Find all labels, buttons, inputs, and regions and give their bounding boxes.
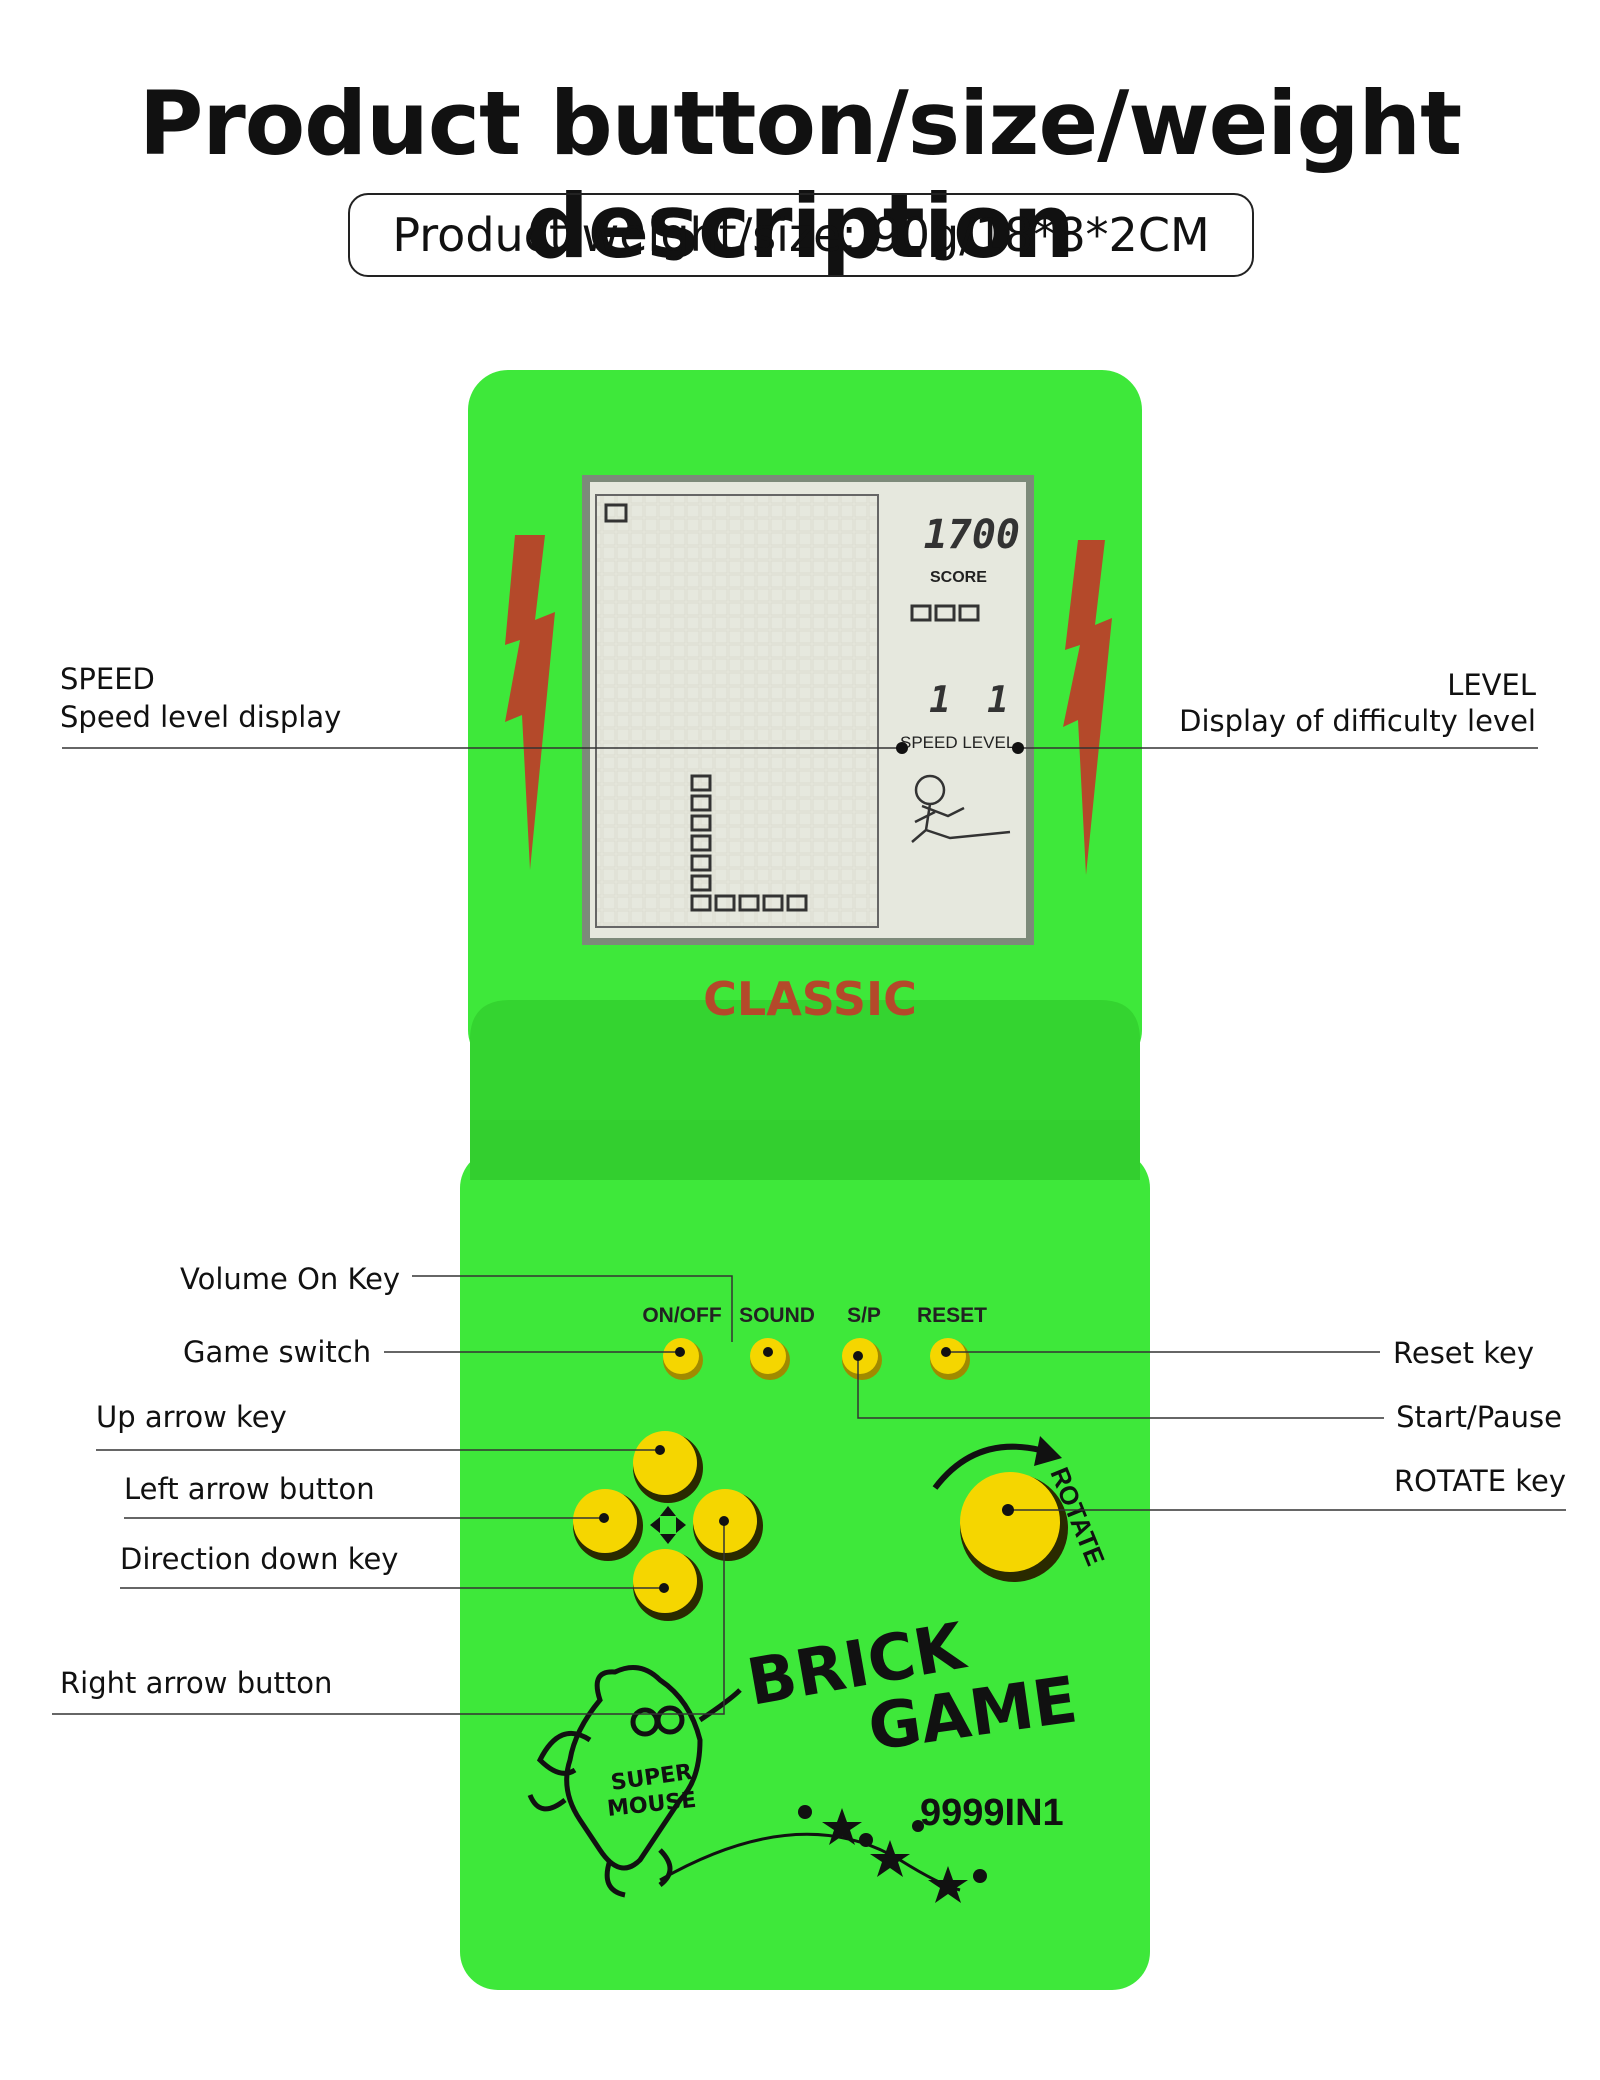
brick <box>690 774 712 792</box>
page-title: Product button/size/weight description <box>138 72 1462 278</box>
spec-text: Product weight/size: 90g/18*8*2CM <box>392 208 1210 262</box>
spec-box: Product weight/size: 90g/18*8*2CM <box>348 193 1254 277</box>
speed-desc-label: Speed level display <box>60 700 342 734</box>
up-arrow-key-label: Up arrow key <box>96 1400 287 1434</box>
direction-down-key-label: Direction down key <box>120 1542 399 1576</box>
score-digits: 1700 <box>924 512 1020 558</box>
speed-title-label: SPEED <box>60 662 155 696</box>
lightning-bolt-left <box>505 535 555 870</box>
speed-value: 1 <box>929 680 951 721</box>
leader-dots <box>599 742 1024 1593</box>
brick-stack <box>690 774 808 912</box>
game-switch-label: Game switch <box>183 1335 372 1369</box>
brick <box>690 794 712 812</box>
device-hinge-shadow <box>470 1120 1140 1180</box>
dpad-center-arrows-icon <box>650 1506 686 1544</box>
speed-level-label: SPEED LEVEL <box>900 733 1015 752</box>
lightning-bolt-right <box>1063 540 1112 875</box>
next-piece-indicator <box>604 503 628 523</box>
level-title-label: LEVEL <box>1447 668 1536 702</box>
left-arrow-button-label: Left arrow button <box>124 1472 375 1506</box>
reset-label: RESET <box>917 1304 987 1327</box>
level-value: 1 <box>987 680 1009 721</box>
right-arrow-button[interactable] <box>693 1489 763 1561</box>
start-pause-label: Start/Pause <box>1396 1400 1562 1434</box>
rotate-button[interactable] <box>960 1472 1068 1582</box>
right-arrow-button-label: Right arrow button <box>60 1666 333 1700</box>
super-mouse-mascot <box>527 1665 742 1898</box>
star-decorations <box>798 1805 987 1903</box>
on-off-label: ON/OFF <box>642 1304 721 1327</box>
device-lower-body <box>460 1150 1150 1990</box>
play-field <box>595 494 879 928</box>
volume-on-key-label: Volume On Key <box>180 1262 401 1296</box>
lives-indicator <box>910 604 980 622</box>
brick <box>762 894 784 912</box>
brick <box>690 834 712 852</box>
brick <box>714 894 736 912</box>
sp-label: S/P <box>847 1304 881 1327</box>
reset-key-label: Reset key <box>1393 1336 1534 1370</box>
score-label: SCORE <box>930 569 987 586</box>
level-desc-label: Display of difficulty level <box>1179 704 1536 738</box>
brick <box>690 814 712 832</box>
brick <box>786 894 808 912</box>
leader-lines <box>52 747 1566 1715</box>
rotate-arrow-head-icon <box>1034 1436 1062 1466</box>
sound-label: SOUND <box>739 1304 815 1327</box>
model-label: 9999IN1 <box>920 1792 1064 1834</box>
rotate-key-label: ROTATE key <box>1393 1464 1566 1498</box>
lcd-runner-character <box>911 774 1011 843</box>
brick <box>690 894 712 912</box>
classic-label: CLASSIC <box>703 972 917 1026</box>
brick <box>690 854 712 872</box>
rotate-arrow-icon <box>932 1443 1041 1490</box>
brick <box>738 894 760 912</box>
brick <box>690 874 712 892</box>
